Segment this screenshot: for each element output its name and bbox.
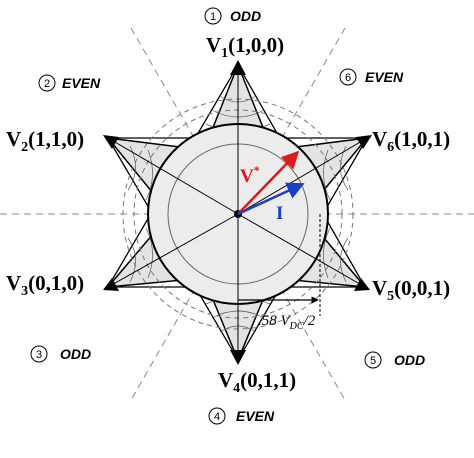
- sector-2: 2 EVEN: [38, 74, 101, 92]
- svg-text:6: 6: [345, 72, 351, 84]
- sector-4: 4 EVEN: [208, 407, 275, 425]
- svg-text:5: 5: [370, 355, 376, 367]
- v2-label: V2(1,1,0): [6, 127, 84, 155]
- v3-label: V3(0,1,0): [6, 271, 84, 299]
- v5-label: V5(0,0,1): [372, 276, 450, 304]
- sector-1: 1 ODD: [204, 7, 261, 25]
- vertex-markers: [103, 60, 372, 365]
- svg-text:3: 3: [36, 349, 42, 361]
- sector-6: 6 EVEN: [339, 68, 404, 86]
- v6-arrowhead: [356, 135, 372, 149]
- v2-arrowhead: [103, 135, 119, 149]
- v4-label: V4(0,1,1): [218, 368, 296, 396]
- v5-arrowhead: [354, 278, 370, 291]
- svg-text:4: 4: [214, 411, 220, 423]
- svg-text:ODD: ODD: [60, 346, 91, 362]
- spokes: [107, 65, 368, 360]
- v6-label: V6(1,0,1): [372, 127, 450, 155]
- svg-text:ODD: ODD: [230, 8, 261, 24]
- dimension-annotation: [237, 214, 321, 316]
- svg-text:2: 2: [44, 78, 50, 90]
- current-vector-label: I: [276, 203, 283, 224]
- svg-text:EVEN: EVEN: [236, 408, 275, 424]
- sector-5: 5 ODD: [364, 351, 425, 369]
- sector-3: 3 ODD: [30, 345, 91, 363]
- reference-vector-arrow: [237, 150, 300, 215]
- svg-text:EVEN: EVEN: [62, 75, 101, 91]
- svg-text:1: 1: [210, 11, 216, 23]
- svg-text:ODD: ODD: [394, 352, 425, 368]
- dimension-label: .58 VDC/2: [258, 313, 316, 332]
- v1-label: V1(1,0,0): [206, 33, 284, 61]
- v1-arrowhead: [230, 60, 246, 75]
- hatch-lines: [127, 95, 349, 333]
- current-vector-arrow: [237, 182, 305, 216]
- reference-vector-label: V*: [240, 163, 260, 187]
- svg-text:EVEN: EVEN: [365, 69, 404, 85]
- v4-arrowhead: [230, 350, 246, 365]
- v3-arrowhead: [103, 278, 119, 291]
